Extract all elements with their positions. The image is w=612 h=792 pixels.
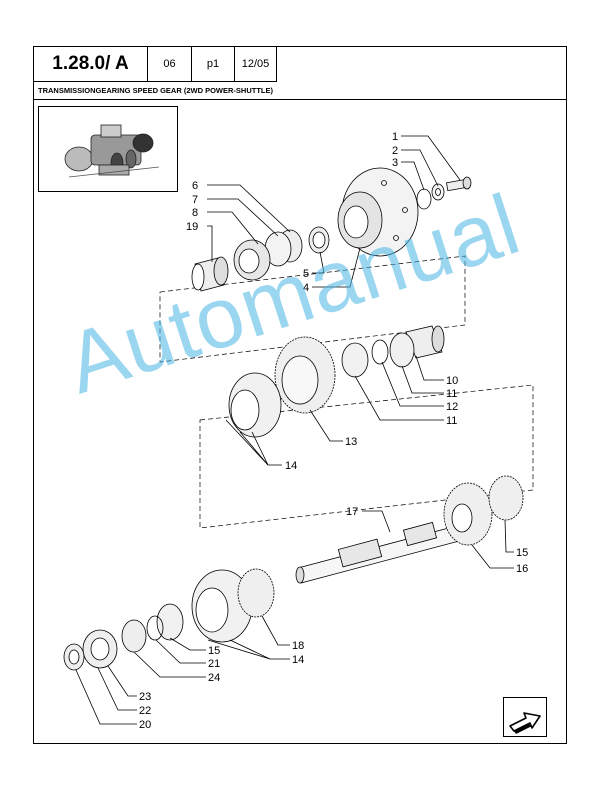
callout-18: 18 xyxy=(292,640,304,652)
main-shaft xyxy=(295,521,464,584)
page-title: TRANSMISSIONGEARING SPEED GEAR (2WD POWE… xyxy=(33,82,567,100)
callout-17: 17 xyxy=(346,506,358,518)
callout-20: 20 xyxy=(139,719,151,731)
callout-2: 2 xyxy=(392,145,398,157)
callout-1: 1 xyxy=(392,131,398,143)
callout-24: 24 xyxy=(208,672,220,684)
callout-13: 13 xyxy=(345,436,357,448)
callout-5: 5 xyxy=(303,268,309,280)
callout-15b: 15 xyxy=(208,645,220,657)
callout-3: 3 xyxy=(392,157,398,169)
callout-7: 7 xyxy=(192,194,198,206)
callout-14b: 14 xyxy=(292,654,304,666)
callout-11a: 11 xyxy=(446,388,457,400)
callout-19: 19 xyxy=(186,221,198,233)
next-page-arrow-icon xyxy=(509,712,541,734)
callout-8: 8 xyxy=(192,207,198,219)
page-frame xyxy=(33,46,567,744)
callout-21: 21 xyxy=(208,658,220,670)
callout-14a: 14 xyxy=(285,460,297,472)
callout-4: 4 xyxy=(303,282,309,294)
callout-23: 23 xyxy=(139,691,151,703)
callout-15a: 15 xyxy=(516,547,528,559)
transmission-thumbnail-icon xyxy=(38,106,178,192)
callout-11b: 11 xyxy=(446,415,457,427)
callout-16: 16 xyxy=(516,563,528,575)
next-page-button[interactable] xyxy=(503,697,547,737)
header-row: 1.28.0/ A 06 p1 12/05 xyxy=(33,46,277,82)
callout-12: 12 xyxy=(446,401,458,413)
callout-10: 10 xyxy=(446,375,458,387)
callout-22: 22 xyxy=(139,705,151,717)
callout-6: 6 xyxy=(192,180,198,192)
